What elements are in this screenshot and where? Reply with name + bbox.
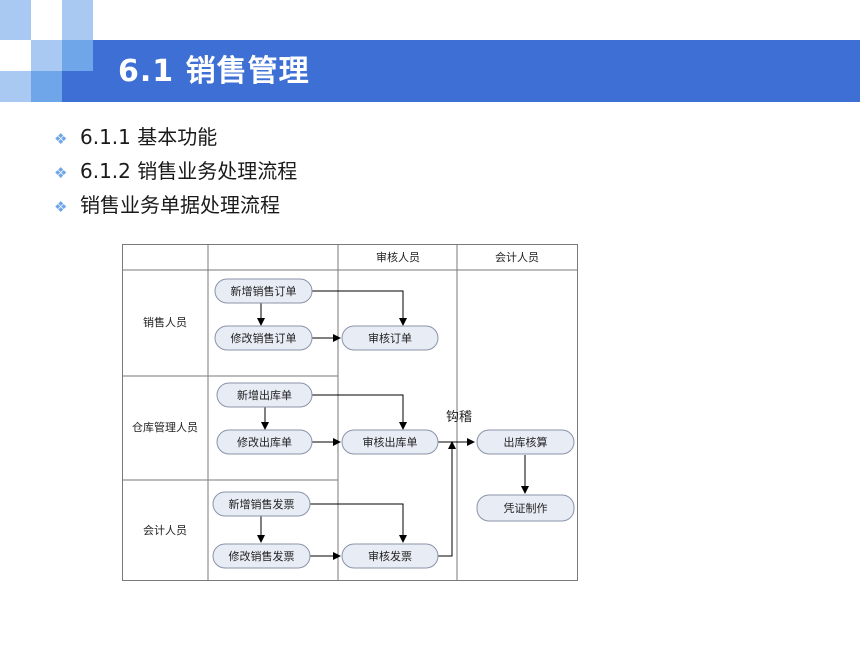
flow-node: 修改销售订单 bbox=[214, 325, 313, 351]
svg-text:修改销售发票: 修改销售发票 bbox=[229, 549, 295, 563]
bullet-text: 6.1.2 销售业务处理流程 bbox=[80, 159, 298, 183]
svg-text:修改销售订单: 修改销售订单 bbox=[231, 331, 297, 345]
flow-node: 新增销售订单 bbox=[214, 278, 313, 304]
decor-square bbox=[0, 0, 31, 40]
column-header-auditor: 审核人员 bbox=[376, 250, 420, 264]
diamond-bullet-icon: ❖ bbox=[54, 130, 68, 148]
row-label-sales: 销售人员 bbox=[143, 315, 187, 329]
title-bar bbox=[93, 40, 860, 102]
svg-text:出库核算: 出库核算 bbox=[504, 435, 548, 449]
svg-text:审核订单: 审核订单 bbox=[368, 331, 412, 345]
row-label-warehouse: 仓库管理人员 bbox=[132, 420, 198, 434]
diamond-bullet-icon: ❖ bbox=[54, 198, 68, 216]
flow-node: 出库核算 bbox=[476, 429, 575, 455]
svg-text:审核发票: 审核发票 bbox=[368, 549, 412, 563]
decor-square bbox=[0, 71, 31, 102]
svg-text:新增出库单: 新增出库单 bbox=[237, 388, 292, 402]
bullet-item: ❖ 6.1.1 基本功能 bbox=[54, 121, 217, 150]
decor-square bbox=[31, 40, 62, 71]
svg-text:修改出库单: 修改出库单 bbox=[237, 435, 292, 449]
svg-text:凭证制作: 凭证制作 bbox=[504, 501, 548, 515]
decor-square bbox=[62, 0, 93, 40]
page-title: 6.1 销售管理 bbox=[118, 54, 310, 89]
flow-node: 审核发票 bbox=[341, 543, 439, 569]
svg-text:新增销售发票: 新增销售发票 bbox=[229, 497, 295, 511]
svg-text:新增销售订单: 新增销售订单 bbox=[231, 284, 297, 298]
diamond-bullet-icon: ❖ bbox=[54, 164, 68, 182]
row-label-accountant: 会计人员 bbox=[143, 524, 187, 537]
sales-document-flow-diagram: 审核人员 会计人员 销售人员 仓库管理人员 会计人员 新增销售订单 修改销售订单… bbox=[122, 244, 578, 581]
flow-node: 新增出库单 bbox=[216, 382, 313, 408]
bullet-item: ❖ 6.1.2 销售业务处理流程 bbox=[54, 155, 297, 184]
decor-square bbox=[31, 71, 62, 102]
flow-connectors bbox=[257, 290, 529, 560]
bullet-text: 销售业务单据处理流程 bbox=[80, 193, 280, 217]
decor-square bbox=[62, 40, 93, 71]
flow-node: 审核出库单 bbox=[341, 429, 439, 455]
flow-node: 新增销售发票 bbox=[212, 491, 311, 517]
flow-node: 修改出库单 bbox=[216, 429, 313, 455]
bullet-text: 6.1.1 基本功能 bbox=[80, 125, 218, 149]
bullet-item: ❖ 销售业务单据处理流程 bbox=[54, 189, 280, 218]
swimlane-grid bbox=[122, 244, 578, 581]
flow-node: 修改销售发票 bbox=[212, 543, 311, 569]
flow-node: 凭证制作 bbox=[476, 494, 575, 522]
flow-node: 审核订单 bbox=[341, 325, 439, 351]
column-header-accountant: 会计人员 bbox=[495, 251, 539, 264]
title-bar-extension bbox=[62, 71, 93, 102]
svg-text:审核出库单: 审核出库单 bbox=[363, 435, 418, 449]
reconciliation-annotation: 钩稽 bbox=[446, 410, 472, 425]
